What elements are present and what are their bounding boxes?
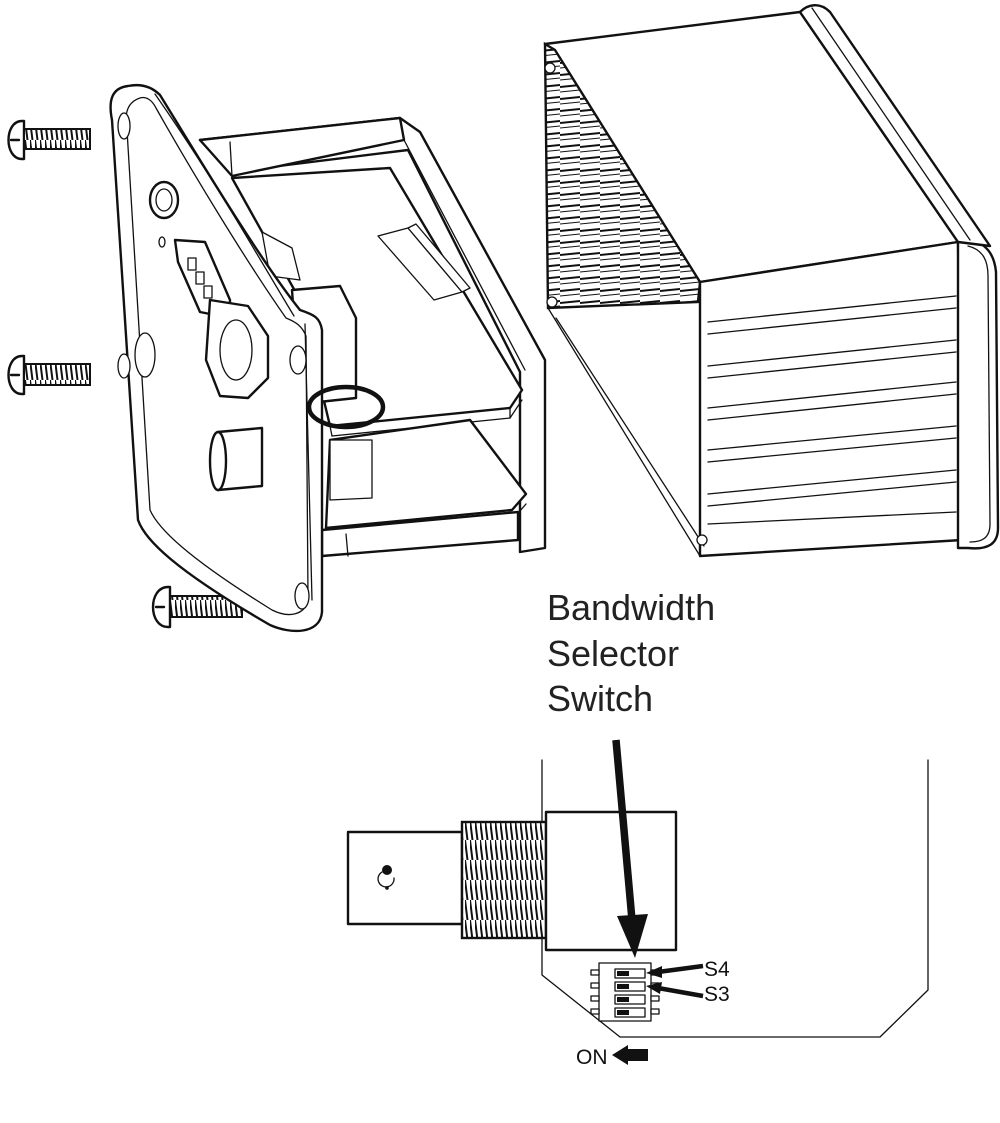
s4-label: S4 — [704, 958, 730, 981]
s4-arrow — [646, 963, 704, 978]
aluminum-housing — [543, 4, 1000, 558]
dip-switch — [590, 962, 660, 1022]
screw-bottom — [151, 585, 243, 629]
s3-arrow — [646, 982, 704, 999]
bnc-body — [544, 810, 678, 952]
callout-line-3: Switch — [547, 678, 653, 719]
screw-middle — [7, 354, 91, 396]
callout-label: Bandwidth Selector Switch — [547, 587, 715, 719]
callout-arrow — [612, 739, 648, 958]
s3-label: S3 — [704, 983, 730, 1006]
front-panel — [109, 83, 324, 633]
callout-line-1: Bandwidth — [547, 587, 715, 628]
bnc-thread — [460, 820, 548, 940]
detail-view: S4 S3 ON — [346, 739, 929, 1069]
on-arrow — [612, 1045, 648, 1065]
switch-highlight-circle — [306, 384, 386, 430]
callout-line-2: Selector — [547, 633, 679, 674]
bnc-barrel — [346, 830, 464, 926]
on-label: ON — [576, 1046, 608, 1069]
screw-top — [7, 119, 91, 161]
